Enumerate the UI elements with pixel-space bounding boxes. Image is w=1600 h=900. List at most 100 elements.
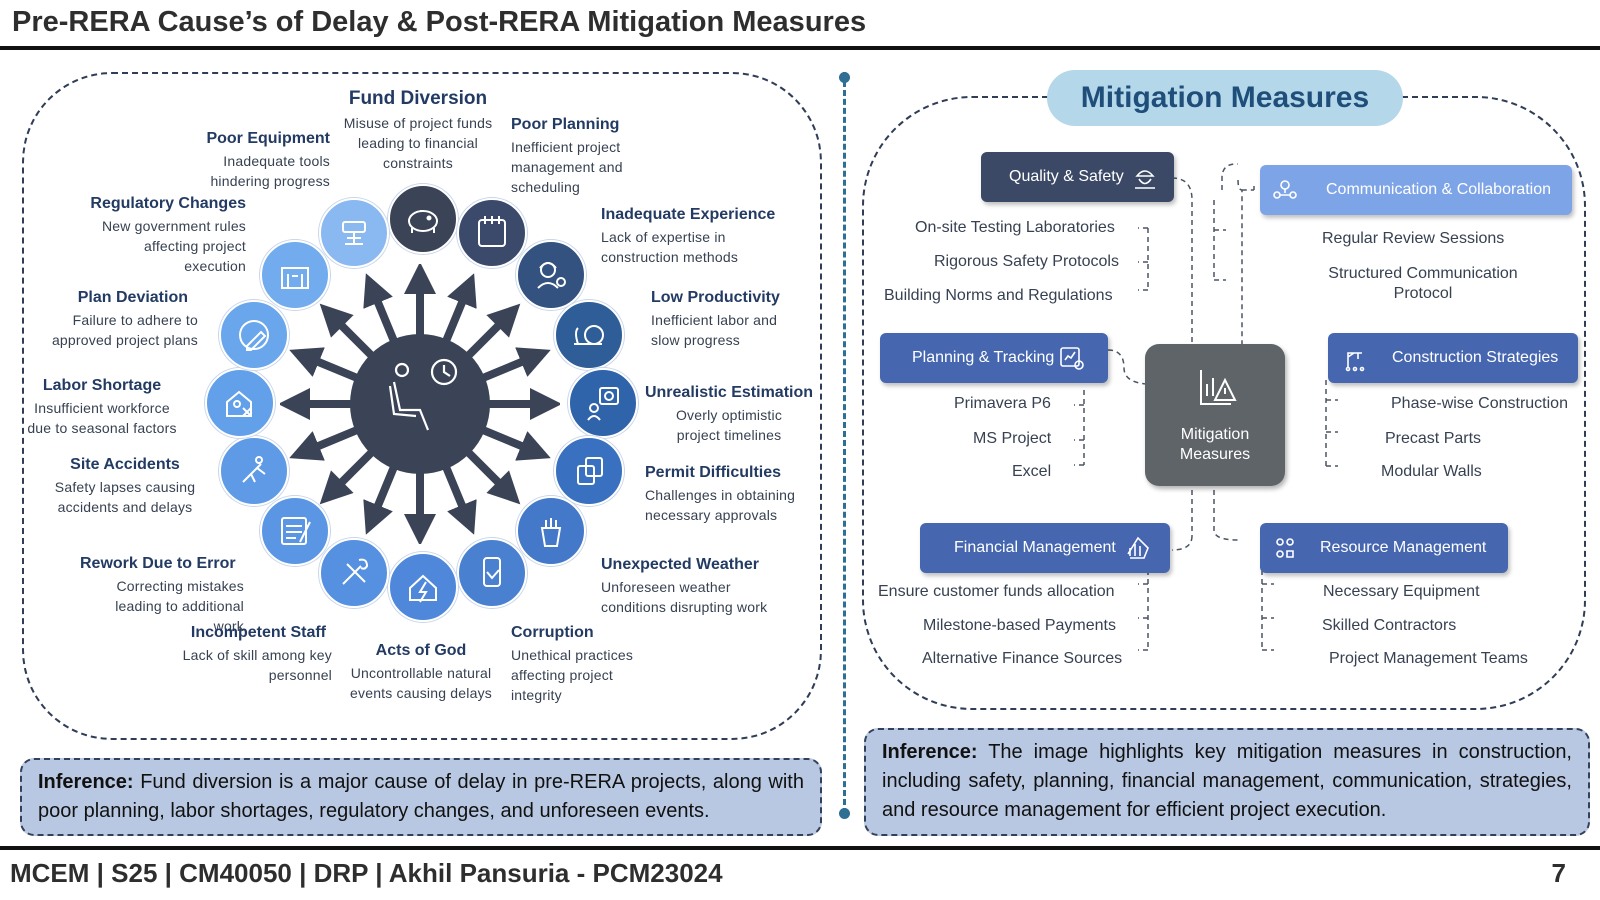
cause-title: Fund Diversion <box>348 88 488 109</box>
finance-chart-icon <box>1127 536 1149 559</box>
mitigation-center-node: Mitigation Measures <box>1145 344 1285 486</box>
cause-rework: Rework Due to Error Correcting mistakes … <box>66 555 244 636</box>
construction-crane-icon <box>1345 352 1365 372</box>
cause-desc: Safety lapses causing accidents and dela… <box>54 479 196 515</box>
cause-corruption: Corruption Unethical practices affecting… <box>511 624 649 705</box>
calendar-icon <box>457 198 527 268</box>
category-communication: Communication & Collaboration <box>1260 165 1572 215</box>
delay-hub-diagram <box>280 264 560 544</box>
cause-site-accidents: Site Accidents Safety lapses causing acc… <box>50 456 200 517</box>
mitigation-item: Building Norms and Regulations <box>884 287 1113 304</box>
mitigation-item: Modular Walls <box>1381 463 1482 480</box>
cause-desc: Insufficient workforce due to seasonal f… <box>27 400 177 436</box>
planning-chart-icon <box>1060 347 1085 370</box>
category-quality-safety: Quality & Safety <box>981 152 1174 202</box>
panel-divider <box>843 72 846 814</box>
cause-title: Incompetent Staff <box>190 624 326 641</box>
mitigation-item: Ensure customer funds allocation <box>878 583 1115 600</box>
divider-dot-top <box>839 72 850 83</box>
category-resource-management: Resource Management <box>1260 523 1508 573</box>
category-label: Financial Management <box>954 539 1116 556</box>
snail-icon <box>554 300 624 370</box>
mitigation-heading: Mitigation Measures <box>1047 70 1403 126</box>
cause-desc: Inefficient labor and slow progress <box>651 312 778 348</box>
mitigation-item: Regular Review Sessions <box>1322 230 1505 247</box>
page-number: 7 <box>1551 858 1566 888</box>
disaster-house-icon <box>388 552 458 622</box>
divider-dot-bottom <box>839 808 850 819</box>
building-icon <box>260 240 330 310</box>
cause-poor-equipment: Poor Equipment Inadequate tools hinderin… <box>190 130 330 191</box>
mitigation-item: Alternative Finance Sources <box>922 650 1123 667</box>
category-planning-tracking: Planning & Tracking <box>880 333 1108 383</box>
checklist-icon <box>260 496 330 566</box>
mitigation-item: Rigorous Safety Protocols <box>934 253 1119 270</box>
cause-desc: Unforeseen weather conditions disrupting… <box>601 579 768 615</box>
warning-chart-icon <box>1200 370 1237 405</box>
cause-title: Low Productivity <box>651 289 780 306</box>
cause-title: Labor Shortage <box>42 377 162 394</box>
cause-desc: Lack of expertise in construction method… <box>601 229 739 265</box>
center-node-label: Mitigation Measures <box>1179 426 1251 463</box>
cause-desc: Inefficient project management and sched… <box>511 139 623 195</box>
cause-desc: Misuse of project funds leading to finan… <box>343 115 493 171</box>
weather-icon <box>516 496 586 566</box>
cause-desc: New government rules affecting project e… <box>101 218 246 274</box>
cause-labor-shortage: Labor Shortage Insufficient workforce du… <box>22 377 182 438</box>
inference-label: Inference: <box>38 771 134 793</box>
worker-safety-icon <box>1134 170 1155 189</box>
footer-rule <box>0 846 1600 850</box>
worker-icon <box>516 240 586 310</box>
cause-title: Regulatory Changes <box>90 195 246 212</box>
estimation-icon <box>568 368 638 438</box>
cause-unrealistic-estimation: Unrealistic Estimation Overly optimistic… <box>642 384 816 445</box>
category-label: Construction Strategies <box>1392 349 1559 366</box>
causes-panel <box>22 72 822 740</box>
piggy-bank-icon <box>388 184 458 254</box>
mitigation-item: Excel <box>1012 463 1052 480</box>
page-title: Pre-RERA Cause’s of Delay & Post-RERA Mi… <box>12 6 867 38</box>
hub-circle <box>350 334 490 474</box>
cause-title: Unrealistic Estimation <box>644 384 814 401</box>
cause-plan-deviation: Plan Deviation Failure to adhere to appr… <box>36 289 198 350</box>
cause-incompetent-staff: Incompetent Staff Lack of skill among ke… <box>172 624 332 685</box>
inference-text: The image highlights key mitigation meas… <box>882 741 1572 821</box>
documents-icon <box>554 436 624 506</box>
mitigation-item: Milestone-based Payments <box>923 617 1116 634</box>
cause-title: Poor Equipment <box>206 130 330 147</box>
worker-housing-icon <box>205 368 275 438</box>
mitigation-item: Precast Parts <box>1385 430 1482 447</box>
mitigation-item: Project Management Teams <box>1329 650 1528 667</box>
mitigation-connectors <box>1074 163 1338 651</box>
cause-desc: Uncontrollable natural events causing de… <box>350 665 492 701</box>
cause-title: Permit Difficulties <box>645 464 782 481</box>
footer-course-info: MCEM | S25 | CM40050 | DRP | Akhil Pansu… <box>10 858 723 888</box>
title-rule <box>0 46 1600 50</box>
cause-unexpected-weather: Unexpected Weather Unforeseen weather co… <box>601 556 791 617</box>
cause-desc: Overly optimistic project timelines <box>675 407 783 443</box>
equipment-icon <box>319 198 389 268</box>
team-communication-icon <box>1273 180 1297 199</box>
cause-regulatory-changes: Regulatory Changes New government rules … <box>80 195 246 276</box>
waiting-person-icon <box>388 358 458 431</box>
inference-text: Fund diversion is a major cause of delay… <box>38 771 804 822</box>
mitigation-item: Primavera P6 <box>954 395 1051 412</box>
category-label: Quality & Safety <box>1009 168 1124 185</box>
cause-title: Site Accidents <box>70 456 180 473</box>
cause-desc: Unethical practices affecting project in… <box>511 647 634 703</box>
cause-desc: Challenges in obtaining necessary approv… <box>645 487 796 523</box>
cause-desc: Failure to adhere to approved project pl… <box>51 312 198 348</box>
cause-title: Rework Due to Error <box>80 555 236 572</box>
mitigation-item: Necessary Equipment <box>1323 583 1480 600</box>
category-construction-strategies: Construction Strategies <box>1328 333 1578 383</box>
cause-permit-difficulties: Permit Difficulties Challenges in obtain… <box>645 464 815 525</box>
category-financial-management: Financial Management <box>920 523 1170 573</box>
cause-low-productivity: Low Productivity Inefficient labor and s… <box>651 289 801 350</box>
accident-icon <box>219 436 289 506</box>
left-inference-box: Inference: Fund diversion is a major cau… <box>20 758 822 836</box>
cause-title: Corruption <box>511 624 594 641</box>
cause-title: Acts of God <box>375 642 467 659</box>
right-inference-box: Inference: The image highlights key miti… <box>864 728 1590 836</box>
cause-fund-diversion: Fund Diversion Misuse of project funds l… <box>340 88 496 173</box>
resources-icon <box>1276 538 1294 558</box>
